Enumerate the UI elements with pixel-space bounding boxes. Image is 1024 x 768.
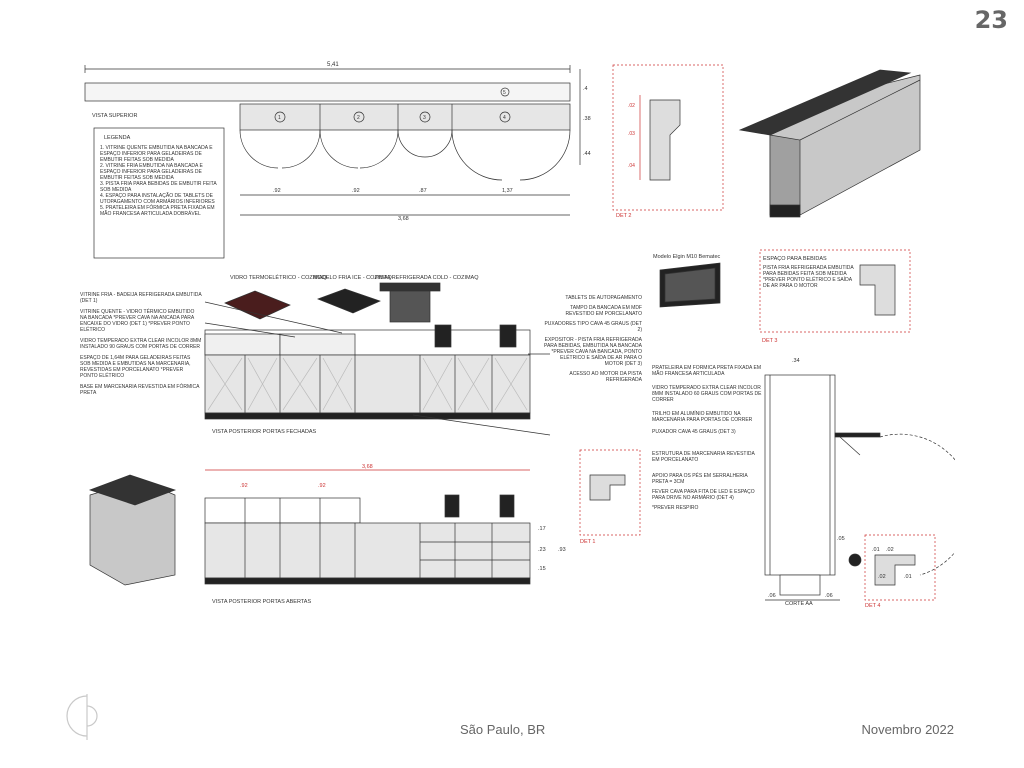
- det2-dim-1: .02: [628, 103, 635, 109]
- open-side-dim-4: .93: [558, 547, 566, 553]
- elevation-open-title: VISTA POSTERIOR PORTAS ABERTAS: [212, 599, 311, 605]
- plan-module-number-1: 1: [278, 115, 281, 121]
- equipment-label-1: VIDRO TERMOELÉTRICO - COZIMAQ: [230, 274, 327, 281]
- plan-depth-dim-3: .44: [583, 151, 591, 157]
- footer-date: Novembro 2022: [861, 722, 955, 737]
- plan-module-number-3: 3: [423, 115, 426, 121]
- elevation-closed-title: VISTA POSTERIOR PORTAS FECHADAS: [212, 429, 317, 435]
- det4-dim-4: .01: [904, 574, 912, 580]
- plan-depth-dim-2: .38: [583, 116, 591, 122]
- section-dim-4: .06: [825, 593, 833, 599]
- det1-label: DET 1: [580, 539, 596, 545]
- legend-item-2: 2. VITRINE FRIA EMBUTIDA NA BANCADA E ES…: [100, 163, 203, 181]
- open-side-dim-3: .15: [538, 566, 546, 572]
- section-note-6: APOIO PARA OS PÉS EM SERRALHERIA PRETA =…: [652, 473, 748, 485]
- closed-note-4: ESPAÇO DE 1,64M PARA GELADEIRAS FEITAS S…: [80, 355, 191, 379]
- det4-dim-2: .02: [886, 547, 894, 553]
- brand-logo-icon: [66, 694, 98, 740]
- plan-total-dim: 5,41: [327, 62, 339, 68]
- closed-note-1: VITRINE FRIA - BADEIJA REFRIGERADA EMBUT…: [80, 292, 202, 304]
- legend-item-4: 4. ESPAÇO PARA INSTALAÇÃO DE TABLETS DE …: [100, 193, 215, 205]
- det3-label: DET 3: [762, 338, 778, 344]
- section-note-2: VIDRO TEMPERADO EXTRA CLEAR INCOLOR 8MM …: [652, 385, 762, 403]
- tablet-label: Modelo Elgin M10 Bematec: [653, 254, 721, 260]
- legend-item-3: 3. PISTA FRIA PARA BEBIDAS DE EMBUTIR FE…: [100, 181, 217, 193]
- page-number: 23: [974, 6, 1008, 34]
- closed-note-2: VITRINE QUENTE - VIDRO TÉRMICO EMBUTIDO …: [80, 309, 195, 333]
- closed-right-note-3: PUXADORES TIPO CAVA 45 GRAUS (DET 2): [544, 321, 642, 333]
- render-3d-counter: [738, 69, 921, 218]
- det4-label: DET 4: [865, 603, 881, 609]
- section-dim-2: .05: [837, 536, 845, 542]
- det3-title: ESPAÇO PARA BEBIDAS: [763, 256, 827, 262]
- plan-module-number-4: 4: [503, 115, 506, 121]
- closed-note-5: BASE EM MARCENARIA REVESTIDA EM FÓRMICA …: [80, 384, 200, 396]
- plan-view: [84, 65, 581, 216]
- section-note-4: PUXADOR CAVA 45 GRAUS (DET 3): [652, 429, 736, 435]
- det4-dim-3: .02: [878, 574, 886, 580]
- det2-dim-3: .04: [628, 163, 635, 169]
- closed-right-note-5: ACESSO AO MOTOR DA PISTA REFRIGERADA: [569, 371, 642, 383]
- section-dim-1: .34: [792, 358, 800, 364]
- section-title: CORTE AA: [785, 601, 813, 607]
- elevation-open: [204, 469, 531, 585]
- footer-city: São Paulo, BR: [460, 722, 546, 737]
- open-dim-2: .92: [318, 483, 326, 489]
- section-note-3: TRILHO EM ALUMÍNIO EMBUTIDO NA MARCENARI…: [652, 411, 753, 423]
- equipment-label-2: MODELO FRIA ICE - COZIMAQ: [313, 275, 393, 281]
- legend-item-5: 5. PRATELEIRA EM FÓRMICA PRETA FIXADA EM…: [100, 205, 215, 217]
- closed-note-3: VIDRO TEMPERADO EXTRA CLEAR INCOLOR 8MM …: [80, 338, 202, 350]
- plan-module-dim-2: .92: [352, 188, 360, 194]
- closed-right-note-4: EXPOSITOR - PISTA FRIA REFRIGERADA PARA …: [544, 337, 642, 367]
- det2-label: DET 2: [616, 213, 632, 219]
- equipment-label-3: PISTA REFRIGERADA COLD - COZIMAQ: [375, 275, 479, 281]
- plan-depth-dim-1: .4: [583, 86, 588, 92]
- closed-right-note-2: TAMPO DA BANCADA EM MDF REVESTIDO EM POR…: [565, 305, 643, 317]
- det2-dim-2: .03: [628, 131, 635, 137]
- plan-module-number-2: 2: [357, 115, 360, 121]
- det4-dim-1: .01: [872, 547, 880, 553]
- open-dim-1: .92: [240, 483, 248, 489]
- plan-module-dim-4: 1,37: [502, 188, 513, 194]
- section-note-5: ESTRUTURA DE MARCENARIA REVESTIDA EM POR…: [652, 451, 755, 463]
- plan-sub-dim: 3,68: [398, 216, 409, 222]
- section-note-8: *PREVER RESPIRO: [652, 505, 699, 511]
- open-side-dim-2: .23: [538, 547, 546, 553]
- open-dim-total: 3,68: [362, 464, 373, 470]
- render-3d-bottom: [88, 474, 177, 586]
- det3-text: PISTA FRIA REFRIGERADA EMBUTIDA PARA BEB…: [763, 265, 854, 289]
- technical-drawing: 5,41 VISTA SUPERIOR .92 .92 .87 1,37 3,6…: [80, 62, 955, 609]
- plan-title: VISTA SUPERIOR: [92, 113, 137, 119]
- open-side-dim-1: .17: [538, 526, 546, 532]
- elevation-closed: [204, 324, 531, 420]
- section-corte-aa: [764, 374, 955, 601]
- plan-module-dim-3: .87: [419, 188, 427, 194]
- plan-shelf-number: 5: [503, 90, 506, 96]
- section-dim-3: .06: [768, 593, 776, 599]
- plan-module-dim-1: .92: [273, 188, 281, 194]
- legend-title: LEGENDA: [104, 135, 131, 141]
- closed-right-note-1: TABLETS DE AUTOPAGAMENTO: [565, 295, 642, 301]
- section-note-7: FEVER CAVA PARA FITA DE LED E ESPAÇO PAR…: [652, 489, 755, 501]
- section-note-1: PRATELEIRA EM FÓRMICA PRETA FIXADA EM MÃ…: [652, 365, 762, 377]
- legend-item-1: 1. VITRINE QUENTE EMBUTIDA NA BANCADA E …: [100, 145, 213, 163]
